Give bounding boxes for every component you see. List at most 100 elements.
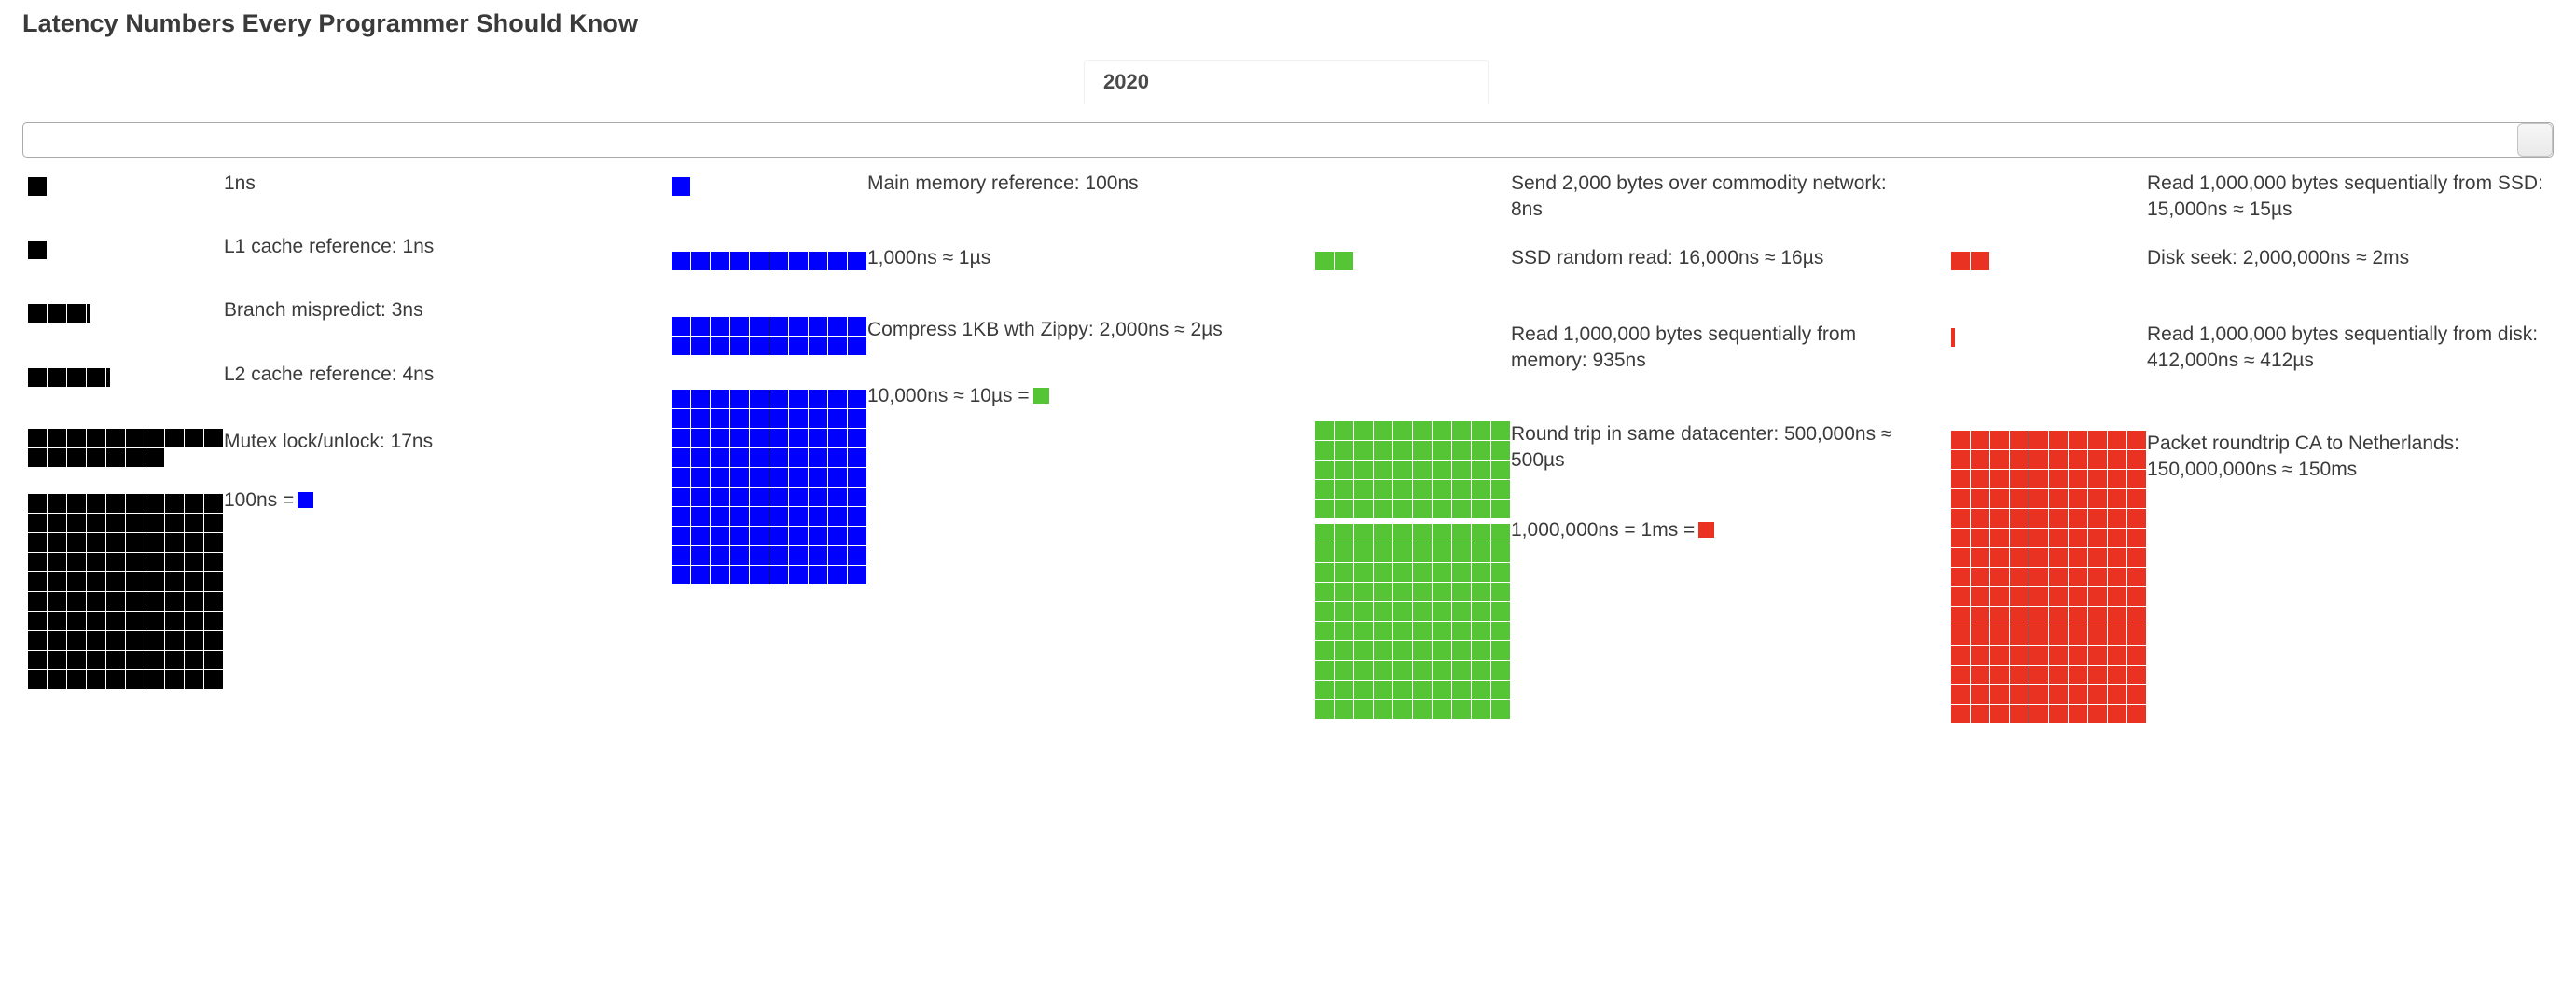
latency-block-square [1971,509,1989,528]
latency-block-square [67,429,86,447]
latency-block-square [1472,543,1490,562]
latency-block-row [28,177,238,197]
latency-block-square [126,514,145,532]
latency-block-row [28,448,238,468]
latency-item-label: 1ns [224,172,256,194]
latency-block-square [1472,681,1490,699]
latency-item-label: Disk seek: 2,000,000ns ≈ 2ms [2147,247,2410,268]
latency-block-square [1452,543,1471,562]
latency-block-square [185,612,203,630]
latency-block-row [1951,587,2161,607]
latency-block-square [67,553,86,571]
latency-block-square [1951,470,1970,488]
latency-block-square [2127,548,2146,567]
latency-block-square [87,429,105,447]
latency-block-square [204,670,223,689]
latency-block-square [750,390,769,408]
latency-block-square [750,546,769,565]
latency-block-square [769,546,788,565]
latency-block-square [828,337,847,355]
latency-block-square [1393,661,1412,680]
latency-block-square [185,514,203,532]
latency-item-label: Read 1,000,000 bytes sequentially from d… [2147,323,2539,371]
latency-block-square [1354,500,1373,518]
latency-block-square [87,553,105,571]
latency-block-square [1452,622,1471,640]
latency-block-row [28,572,238,592]
latency-block-square [1452,641,1471,660]
latency-block-square [1374,461,1392,479]
latency-block-square [809,527,827,545]
latency-block-square [769,488,788,506]
latency-block-row [1315,441,1525,461]
latency-block-square [145,494,164,513]
latency-block-square [1413,524,1432,543]
latency-block-square [711,546,729,565]
latency-block-row [672,177,881,197]
latency-block-square [1374,681,1392,699]
latency-item-label: Compress 1KB wth Zippy: 2,000ns ≈ 2µs [867,319,1223,340]
latency-block-square [2029,470,2048,488]
latency-block-row [1951,646,2161,666]
latency-block-square [2088,431,2107,449]
latency-block-square [48,651,66,669]
latency-block-partial-square [1951,328,1955,347]
latency-block-square [2049,646,2068,665]
latency-block-square [2088,685,2107,704]
latency-block-square [2069,607,2087,626]
latency-block-row [28,553,238,572]
latency-block-square [2069,705,2087,723]
latency-block-square [2108,470,2126,488]
year-slider-track[interactable] [22,122,2554,158]
latency-block-square [2127,529,2146,547]
latency-block-square [1374,622,1392,640]
latency-block-square [672,468,690,487]
latency-block-square [1393,480,1412,499]
latency-block-square [2049,587,2068,606]
latency-block-square [711,337,729,355]
latency-block-square [1990,646,2009,665]
latency-block-square [672,409,690,428]
latency-block-square [1393,700,1412,719]
latency-block-square [848,468,866,487]
latency-block-square [789,488,808,506]
latency-block-grid [672,317,881,356]
latency-block-square [750,409,769,428]
latency-block-row [672,337,881,356]
latency-block-square [789,448,808,467]
latency-block-square [769,429,788,447]
latency-block-square [2088,626,2107,645]
latency-block-square [1491,563,1510,582]
latency-block-square [1971,529,1989,547]
latency-block-square [1433,661,1451,680]
year-slider-handle[interactable] [2517,123,2553,157]
latency-block-square [2088,489,2107,508]
latency-block-square [2010,587,2029,606]
year-slider[interactable] [22,122,2554,158]
latency-block-square [1472,602,1490,621]
latency-block-square [1433,602,1451,621]
latency-block-square [1452,524,1471,543]
latency-unit-swatch-red [1698,522,1715,538]
latency-column-1ms: Read 1,000,000 bytes sequentially from S… [1923,172,2557,990]
latency-block-square [691,317,710,336]
latency-block-square [2108,450,2126,469]
latency-block-square [828,507,847,526]
latency-block-grid [1315,421,1525,519]
latency-block-row [1315,681,1525,700]
latency-block-square [789,507,808,526]
latency-block-square [1472,480,1490,499]
latency-block-square [67,533,86,552]
latency-block-square [1951,685,1970,704]
latency-block-square [789,390,808,408]
latency-block-square [2049,489,2068,508]
latency-block-square [711,488,729,506]
latency-block-square [145,553,164,571]
latency-block-grid [672,390,881,585]
latency-block-square [2069,626,2087,645]
latency-block-square [2108,548,2126,567]
latency-block-square [106,448,125,467]
latency-block-square [1374,661,1392,680]
